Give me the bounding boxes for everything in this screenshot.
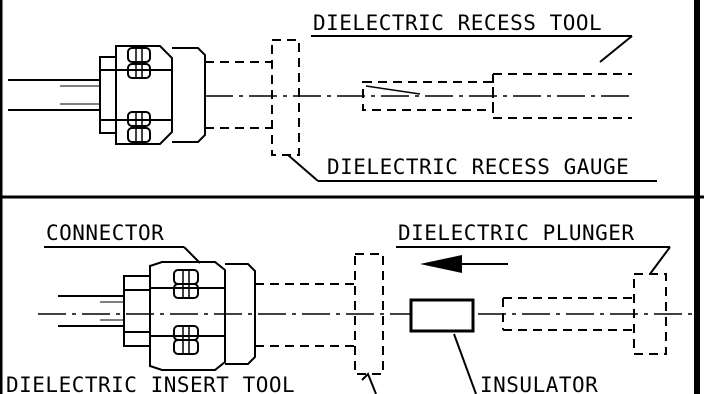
- leader-insulator: [453, 333, 477, 394]
- label-recess-tool: DIELECTRIC RECESS TOOL: [313, 11, 602, 35]
- recess-tool-outline: [362, 73, 632, 119]
- label-insulator: INSULATOR: [480, 373, 598, 394]
- top-connector-body: [172, 47, 206, 143]
- recess-gauge-outline: [205, 39, 300, 156]
- bottom-assembly: [58, 261, 256, 371]
- insertion-arrow: [420, 255, 508, 273]
- insulator-part: [409, 298, 475, 333]
- leader-insert-tool: [361, 372, 377, 394]
- bottom-connector-body: [225, 263, 256, 365]
- bottom-flange: [123, 275, 151, 347]
- label-recess-gauge: DIELECTRIC RECESS GAUGE: [327, 155, 629, 179]
- label-plunger: DIELECTRIC PLUNGER: [398, 221, 635, 245]
- label-connector: CONNECTOR: [46, 221, 164, 245]
- top-assembly: [8, 45, 206, 145]
- insert-tool-outline: [255, 253, 384, 375]
- top-flange: [99, 56, 117, 134]
- bottom-hex-nut: [149, 261, 226, 371]
- top-hex-nut: [115, 45, 173, 145]
- label-insert-tool: DIELECTRIC INSERT TOOL: [6, 373, 295, 394]
